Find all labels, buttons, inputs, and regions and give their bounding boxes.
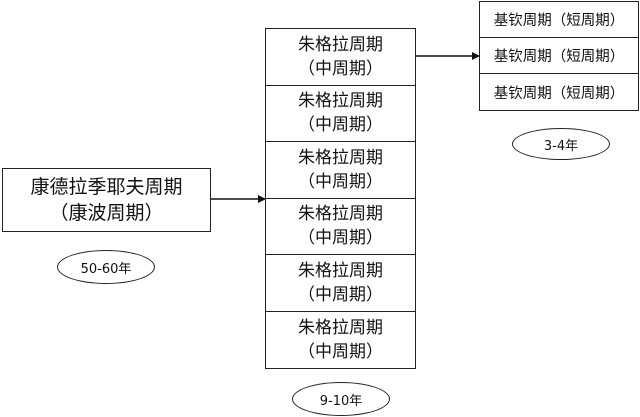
kitchin-cycle-label: 基钦周期（短周期）	[493, 85, 625, 102]
juglar-cycle-box: 朱格拉周期 （中周期）	[266, 255, 415, 312]
juglar-cycle-title: 朱格拉周期	[298, 34, 383, 55]
juglar-cycle-title: 朱格拉周期	[298, 147, 383, 168]
juglar-period-ellipse: 9-10年	[292, 382, 390, 416]
juglar-cycle-subtitle: （中周期）	[298, 228, 383, 249]
kitchin-cycle-stack: 基钦周期（短周期） 基钦周期（短周期） 基钦周期（短周期）	[479, 1, 639, 111]
juglar-cycle-subtitle: （中周期）	[298, 171, 383, 192]
juglar-cycle-title: 朱格拉周期	[298, 317, 383, 338]
juglar-cycle-subtitle: （中周期）	[298, 58, 383, 79]
juglar-cycle-title: 朱格拉周期	[298, 260, 383, 281]
juglar-cycle-box: 朱格拉周期 （中周期）	[266, 142, 415, 199]
juglar-cycle-stack: 朱格拉周期 （中周期） 朱格拉周期 （中周期） 朱格拉周期 （中周期） 朱格拉周…	[265, 28, 416, 369]
kitchin-cycle-label: 基钦周期（短周期）	[493, 49, 625, 65]
juglar-cycle-subtitle: （中周期）	[298, 284, 383, 305]
juglar-cycle-box: 朱格拉周期 （中周期）	[266, 312, 415, 369]
kondratiev-cycle-title: 康德拉季耶夫周期	[30, 176, 183, 198]
kitchin-cycle-label: 基钦周期（短周期）	[493, 13, 625, 29]
kitchin-cycle-box: 基钦周期（短周期）	[480, 2, 638, 38]
juglar-cycle-title: 朱格拉周期	[298, 91, 383, 112]
kitchin-period-label: 3-4年	[543, 138, 579, 154]
juglar-cycle-box: 朱格拉周期 （中周期）	[266, 86, 415, 142]
juglar-cycle-box: 朱格拉周期 （中周期）	[266, 199, 415, 255]
juglar-cycle-subtitle: （中周期）	[298, 115, 383, 136]
juglar-period-label: 9-10年	[319, 393, 363, 409]
kitchin-cycle-box: 基钦周期（短周期）	[480, 38, 638, 74]
juglar-cycle-title: 朱格拉周期	[298, 204, 383, 225]
kitchin-cycle-box: 基钦周期（短周期）	[480, 74, 638, 110]
kondratiev-period-ellipse: 50-60年	[57, 250, 155, 284]
juglar-cycle-box: 朱格拉周期 （中周期）	[266, 29, 415, 86]
kondratiev-cycle-box: 康德拉季耶夫周期 （康波周期）	[2, 168, 211, 232]
kondratiev-period-label: 50-60年	[80, 261, 132, 277]
juglar-cycle-subtitle: （中周期）	[298, 341, 383, 362]
kondratiev-cycle-subtitle: （康波周期）	[49, 202, 164, 224]
kitchin-period-ellipse: 3-4年	[512, 128, 610, 160]
